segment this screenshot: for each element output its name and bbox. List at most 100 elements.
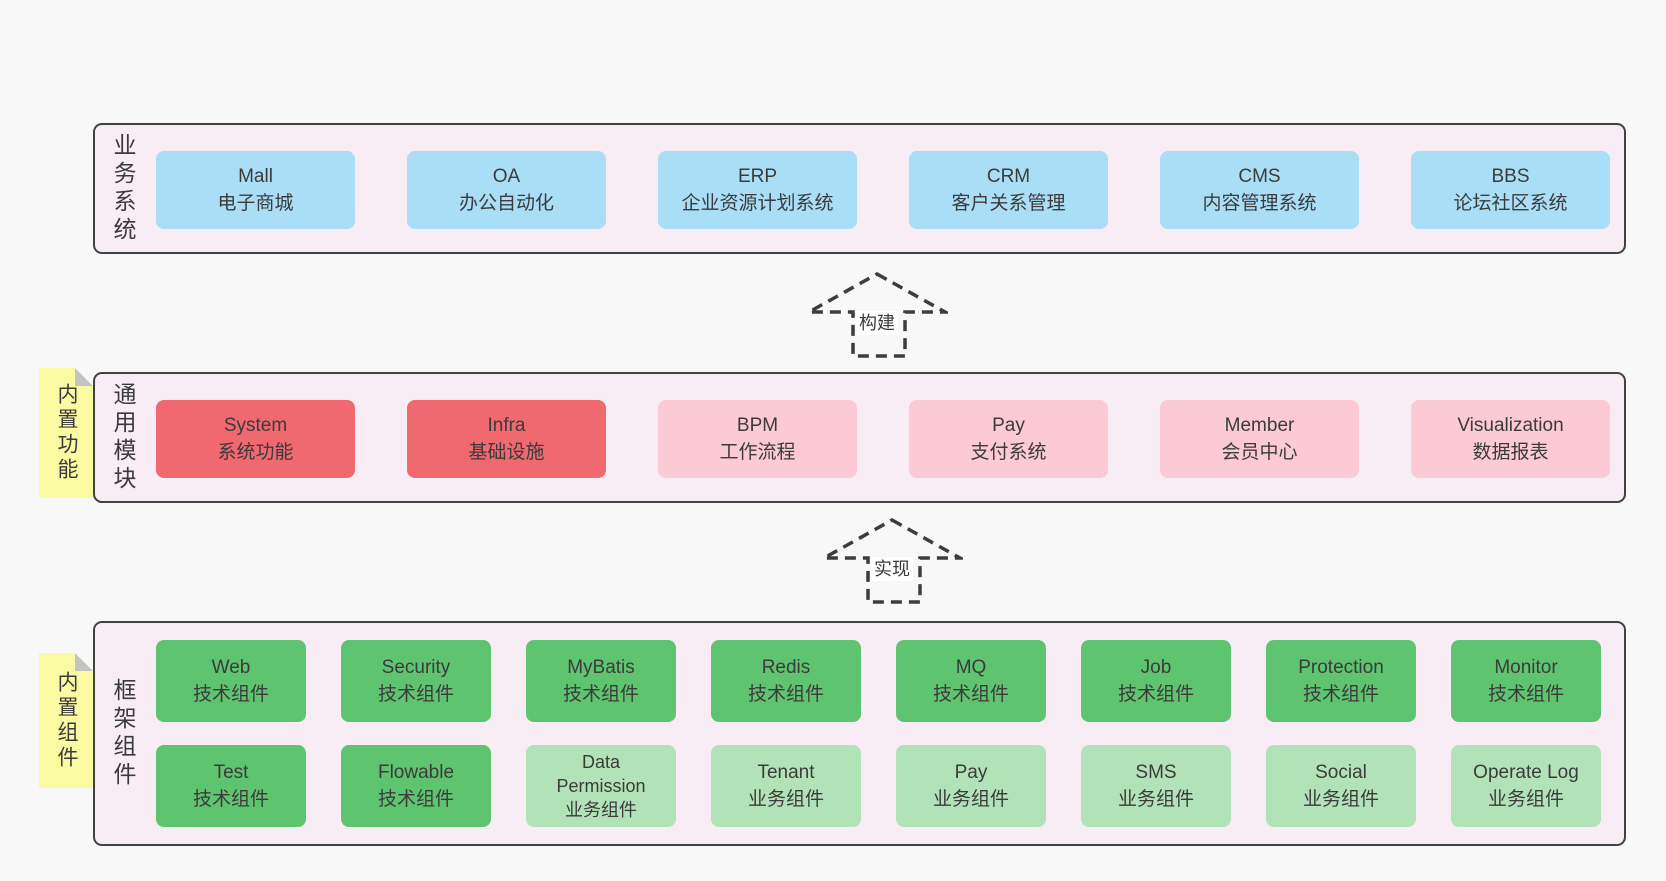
node-oa: OA 办公自动化	[407, 151, 606, 229]
node-subtitle: 技术组件	[932, 684, 1009, 705]
node-subtitle: 技术组件	[377, 684, 454, 705]
node-title: Monitor	[1494, 657, 1558, 678]
node-subtitle: 数据报表	[1472, 442, 1549, 463]
node-subtitle: 业务组件	[565, 800, 637, 820]
common-modules-panel: 通用模块 System 系统功能 Infra 基础设施 BPM 工作流程 Pay…	[93, 372, 1626, 503]
arrow-build: 构建	[806, 271, 948, 359]
node-title: CMS	[1238, 166, 1281, 187]
node-subtitle: 业务组件	[932, 789, 1009, 810]
node-visualization: Visualization 数据报表	[1411, 400, 1610, 478]
node-subtitle: 技术组件	[1487, 684, 1564, 705]
node-erp: ERP 企业资源计划系统	[658, 151, 857, 229]
node-title: BBS	[1491, 166, 1530, 187]
node-title: Social	[1315, 762, 1367, 783]
node-title: MQ	[955, 657, 987, 678]
node-subtitle: 技术组件	[562, 684, 639, 705]
sticky-note-label: 内置组件	[55, 670, 78, 771]
folded-corner-icon	[75, 368, 93, 386]
node-title: Data Permission	[556, 752, 646, 796]
node-flowable: Flowable 技术组件	[341, 745, 491, 827]
panel-label-framework-components: 框架组件	[110, 677, 136, 790]
node-subtitle: 技术组件	[192, 789, 269, 810]
node-subtitle: 技术组件	[377, 789, 454, 810]
node-title: Pay	[954, 762, 988, 783]
node-title: Web	[211, 657, 251, 678]
node-subtitle: 支付系统	[970, 442, 1047, 463]
node-subtitle: 办公自动化	[458, 193, 554, 214]
node-monitor: Monitor 技术组件	[1451, 640, 1601, 722]
node-title: Redis	[761, 657, 811, 678]
node-test: Test 技术组件	[156, 745, 306, 827]
node-social: Social 业务组件	[1266, 745, 1416, 827]
node-title: Security	[381, 657, 451, 678]
node-bbs: BBS 论坛社区系统	[1411, 151, 1610, 229]
node-bpm: BPM 工作流程	[658, 400, 857, 478]
node-title: Flowable	[377, 762, 455, 783]
business-systems-row: Mall 电子商城 OA 办公自动化 ERP 企业资源计划系统 CRM 客户关系…	[156, 151, 1610, 229]
node-redis: Redis 技术组件	[711, 640, 861, 722]
node-subtitle: 论坛社区系统	[1453, 193, 1568, 214]
node-member: Member 会员中心	[1160, 400, 1359, 478]
node-sms: SMS 业务组件	[1081, 745, 1231, 827]
framework-components-row-2: Test 技术组件 Flowable 技术组件 Data Permission …	[156, 745, 1601, 827]
node-subtitle: 会员中心	[1221, 442, 1298, 463]
node-tenant: Tenant 业务组件	[711, 745, 861, 827]
node-job: Job 技术组件	[1081, 640, 1231, 722]
node-title: Pay	[992, 415, 1025, 436]
arrow-implement: 实现	[821, 517, 963, 605]
node-title: MyBatis	[567, 657, 635, 678]
node-subtitle: 客户关系管理	[951, 193, 1066, 214]
node-web: Web 技术组件	[156, 640, 306, 722]
arrow-label: 实现	[871, 557, 913, 581]
node-mq: MQ 技术组件	[896, 640, 1046, 722]
node-subtitle: 企业资源计划系统	[681, 193, 834, 214]
node-security: Security 技术组件	[341, 640, 491, 722]
node-subtitle: 技术组件	[192, 684, 269, 705]
panel-label-business-systems: 业务系统	[110, 132, 136, 245]
node-pay-biz: Pay 业务组件	[896, 745, 1046, 827]
node-title: Operate Log	[1473, 762, 1579, 783]
folded-corner-icon	[75, 653, 93, 671]
node-protection: Protection 技术组件	[1266, 640, 1416, 722]
node-cms: CMS 内容管理系统	[1160, 151, 1359, 229]
node-system: System 系统功能	[156, 400, 355, 478]
node-title: BPM	[736, 415, 779, 436]
node-subtitle: 技术组件	[747, 684, 824, 705]
node-subtitle: 业务组件	[1117, 789, 1194, 810]
framework-components-panel: 框架组件 Web 技术组件 Security 技术组件 MyBatis 技术组件…	[93, 621, 1626, 846]
node-title: ERP	[737, 166, 778, 187]
node-title: Job	[1140, 657, 1172, 678]
node-subtitle: 基础设施	[468, 442, 545, 463]
node-subtitle: 内容管理系统	[1202, 193, 1317, 214]
node-mybatis: MyBatis 技术组件	[526, 640, 676, 722]
node-subtitle: 工作流程	[719, 442, 796, 463]
node-operate-log: Operate Log 业务组件	[1451, 745, 1601, 827]
sticky-note-builtin-functions: 内置功能	[39, 368, 93, 498]
node-title: CRM	[986, 166, 1031, 187]
node-title: Infra	[487, 415, 526, 436]
node-subtitle: 技术组件	[1117, 684, 1194, 705]
panel-label-common-modules: 通用模块	[110, 381, 136, 494]
node-title: Protection	[1298, 657, 1384, 678]
node-title: System	[223, 415, 288, 436]
node-title: SMS	[1135, 762, 1177, 783]
node-subtitle: 技术组件	[1302, 684, 1379, 705]
node-title: Mall	[238, 166, 273, 187]
node-title: Member	[1224, 415, 1295, 436]
arrow-label: 构建	[856, 311, 898, 335]
framework-components-row-1: Web 技术组件 Security 技术组件 MyBatis 技术组件 Redi…	[156, 640, 1601, 722]
node-infra: Infra 基础设施	[407, 400, 606, 478]
node-title: Test	[213, 762, 249, 783]
business-systems-panel: 业务系统 Mall 电子商城 OA 办公自动化 ERP 企业资源计划系统 CRM…	[93, 123, 1626, 254]
node-subtitle: 系统功能	[217, 442, 294, 463]
common-modules-row: System 系统功能 Infra 基础设施 BPM 工作流程 Pay 支付系统…	[156, 400, 1610, 478]
sticky-note-label: 内置功能	[55, 383, 78, 483]
node-data-permission: Data Permission 业务组件	[526, 745, 676, 827]
node-title: Visualization	[1457, 415, 1564, 436]
node-title: Tenant	[757, 762, 815, 783]
node-title: OA	[492, 166, 521, 187]
node-subtitle: 电子商城	[217, 193, 294, 214]
node-crm: CRM 客户关系管理	[909, 151, 1108, 229]
node-subtitle: 业务组件	[747, 789, 824, 810]
sticky-note-builtin-components: 内置组件	[39, 653, 93, 788]
